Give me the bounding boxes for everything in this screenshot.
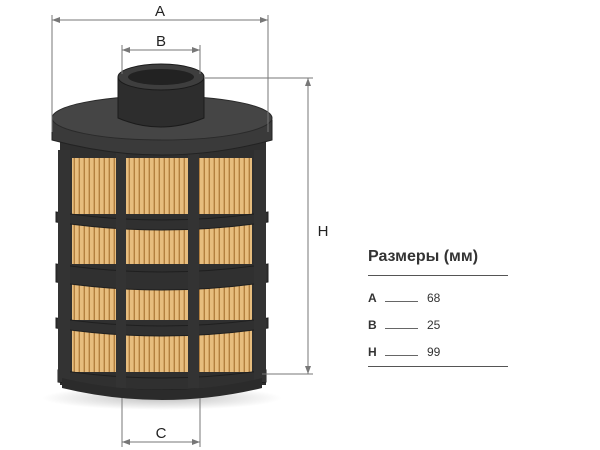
dimension-value: 25 bbox=[427, 318, 441, 332]
bottom-ring bbox=[62, 378, 262, 400]
dimensions-panel: Размеры (мм) A 68 B 25 H 99 bbox=[368, 248, 508, 367]
dimension-label-c: C bbox=[156, 425, 167, 442]
dimension-key: B bbox=[368, 318, 377, 332]
dimension-label-a: A bbox=[155, 3, 165, 20]
dimension-label-b: B bbox=[156, 33, 166, 50]
dimension-row-b: B 25 bbox=[368, 318, 508, 345]
outlet-nozzle-hole bbox=[128, 69, 194, 85]
dimension-row-h: H 99 bbox=[368, 345, 508, 372]
dimensions-panel-divider bbox=[368, 366, 508, 367]
dimension-value: 68 bbox=[427, 291, 441, 305]
dimension-arrows bbox=[52, 17, 311, 445]
dimension-leader-line bbox=[385, 328, 418, 329]
dimension-leader-line bbox=[385, 301, 418, 302]
outlet-nozzle bbox=[117, 77, 205, 128]
dimension-label-h: H bbox=[318, 223, 329, 240]
dimension-value: 99 bbox=[427, 345, 441, 359]
dimension-leader-line bbox=[385, 355, 418, 356]
dimensions-panel-title: Размеры (мм) bbox=[368, 248, 508, 276]
paper-element bbox=[72, 158, 252, 372]
cage-ribs bbox=[55, 211, 269, 391]
dimension-lines bbox=[51, 15, 313, 447]
dimension-key: H bbox=[368, 345, 377, 359]
dimension-key: A bbox=[368, 291, 377, 305]
fuel-filter bbox=[51, 63, 273, 400]
cage-bars bbox=[58, 150, 266, 388]
dimension-row-a: A 68 bbox=[368, 291, 508, 318]
